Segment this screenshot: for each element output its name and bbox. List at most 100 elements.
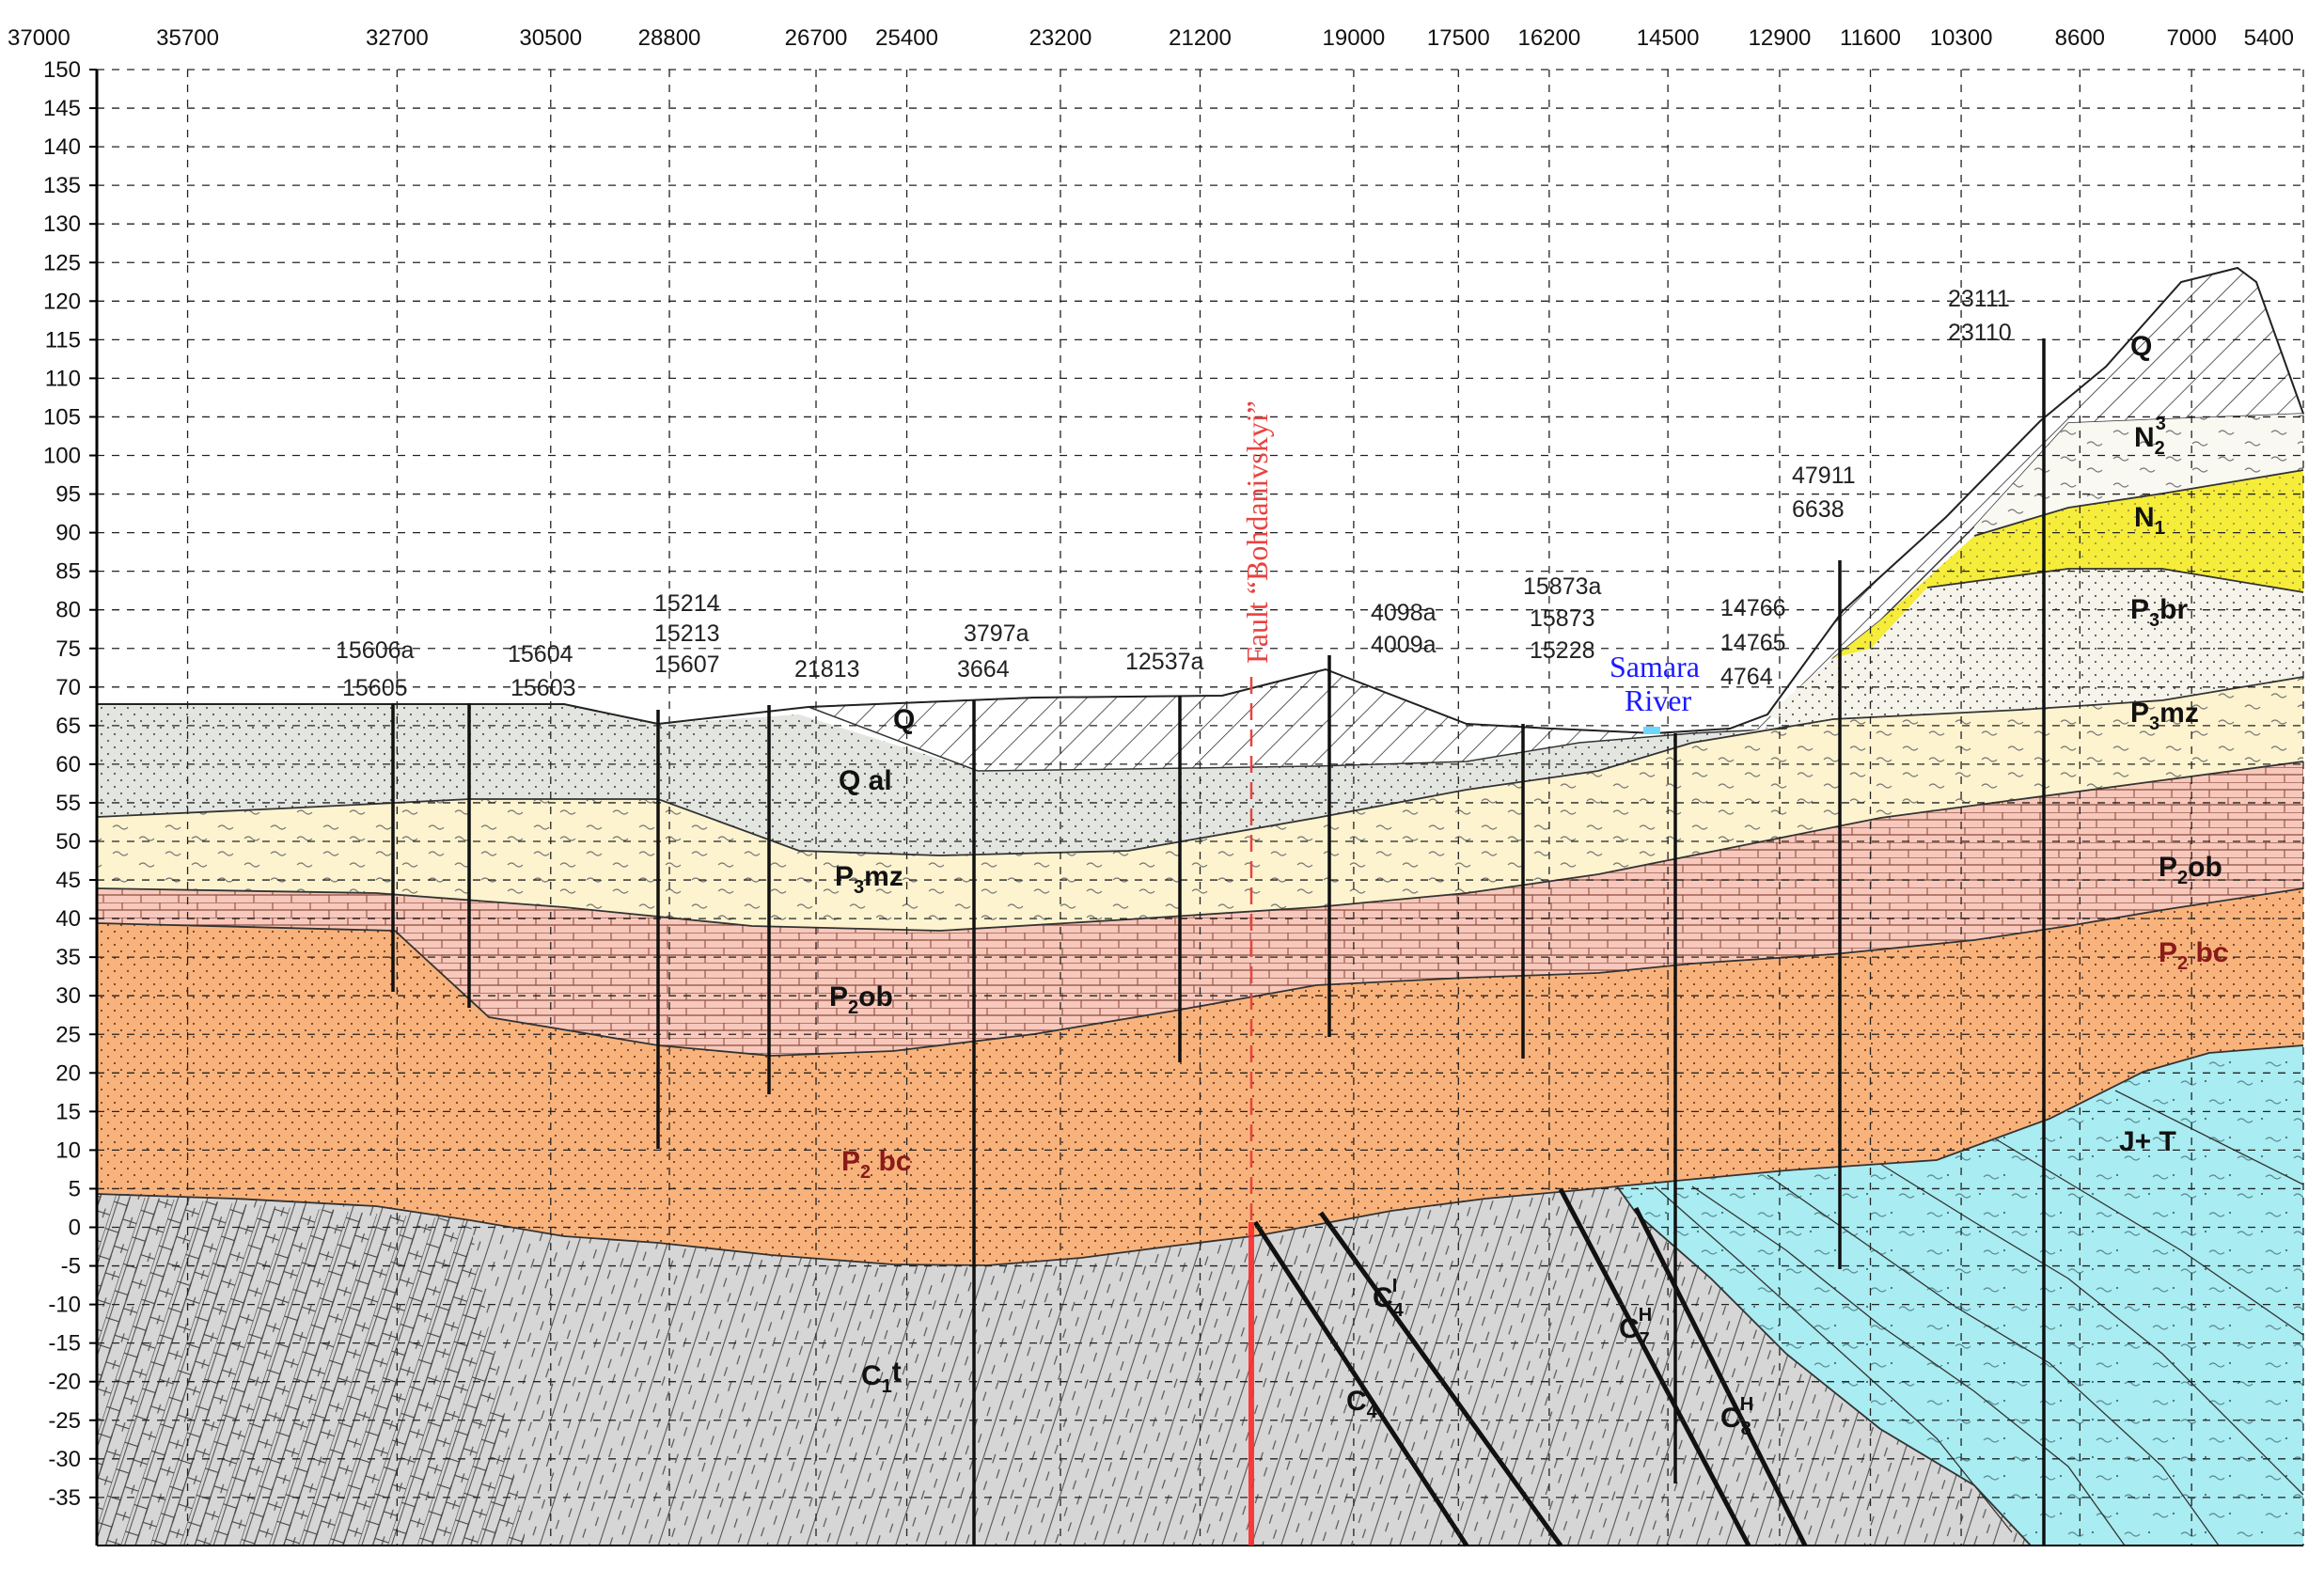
well-label: 15213: [654, 620, 720, 647]
y-tick-label: 20: [55, 1060, 81, 1086]
unit-label-p2ob-left: P2ob: [829, 981, 893, 1018]
well-label: 15605: [342, 675, 408, 701]
unit-p3br-pattern: [1692, 569, 2303, 743]
well-label: 15604: [508, 641, 573, 667]
y-tick-label: 55: [55, 791, 81, 816]
y-axis-tick-labels: 1501451401351301251201151101051009590858…: [43, 57, 81, 1511]
y-tick-label: 60: [55, 752, 81, 777]
y-tick-label: 65: [55, 714, 81, 739]
y-tick-label: 130: [43, 212, 81, 237]
well-label: 23111: [1948, 286, 2010, 312]
unit-label-q-right: Q: [2130, 331, 2152, 362]
unit-p2ob-pattern: [97, 761, 2303, 1056]
x-tick-label: 21200: [1169, 25, 1232, 51]
unit-qal-pattern: [97, 704, 1786, 855]
y-tick-label: 140: [43, 134, 81, 160]
x-tick-label: 8600: [2055, 25, 2105, 51]
unit-carb-brick-left: [97, 1194, 526, 1546]
y-tick-label: 145: [43, 96, 81, 121]
unit-label-n2-3: N23: [2134, 414, 2166, 459]
y-tick-label: 95: [55, 482, 81, 508]
x-tick-label: 28800: [638, 25, 701, 51]
samara-river: Samara River: [1610, 650, 1700, 734]
well-label: 12537a: [1125, 649, 1204, 675]
carboniferous-contacts: [1252, 1187, 1808, 1547]
y-tick-label: 70: [55, 675, 81, 700]
y-tick-label: 85: [55, 559, 81, 585]
y-tick-label: 100: [43, 444, 81, 469]
unit-n2-pattern: [1974, 414, 2303, 536]
y-tick-label: 5: [69, 1176, 81, 1201]
vertical-gridlines: [186, 70, 2304, 1546]
y-tick-label: 75: [55, 636, 81, 662]
x-tick-label: 7000: [2166, 25, 2216, 51]
y-tick-label: 35: [55, 945, 81, 970]
y-tick-label: 45: [55, 868, 81, 893]
borehole-labels: 15606a 15605 15604 15603 15214 15213 156…: [336, 286, 2012, 701]
unit-p3mz-pattern: [97, 677, 2303, 931]
x-tick-label: 14500: [1637, 25, 1700, 51]
unit-n1-pattern: [1833, 470, 2303, 658]
y-tick-label: 110: [45, 366, 81, 391]
unit-label-p3br: P3br: [2130, 594, 2188, 631]
well-label: 15606a: [336, 637, 415, 664]
x-tick-label: 30500: [519, 25, 582, 51]
x-tick-label: 19000: [1323, 25, 1386, 51]
y-tick-label: 80: [55, 598, 81, 623]
unit-label-p3mz-right: P3mz: [2130, 698, 2199, 734]
unit-label-c8h: C8H: [1720, 1394, 1753, 1439]
x-tick-label: 25400: [875, 25, 938, 51]
x-tick-label: 5400: [2244, 25, 2294, 51]
well-label: 4098a: [1371, 600, 1437, 626]
y-tick-label: 10: [55, 1138, 81, 1163]
y-tick-label: 40: [55, 906, 81, 932]
y-tick-label: -15: [48, 1331, 81, 1357]
well-label: 47911: [1792, 463, 1856, 489]
well-label: 6638: [1792, 496, 1845, 523]
y-tick-label: -30: [48, 1447, 81, 1472]
x-tick-label: 12900: [1749, 25, 1812, 51]
unit-label-qal: Q al: [839, 765, 892, 796]
x-tick-label: 35700: [156, 25, 219, 51]
unit-label-jt: J+ T: [2119, 1126, 2176, 1157]
well-label: 15214: [654, 590, 720, 617]
unit-p2bc-pattern: [97, 888, 2303, 1265]
unit-label-c1t: C1t: [861, 1357, 902, 1397]
unit-label-p3mz-left: P3mz: [835, 861, 903, 898]
y-tick-label: -25: [48, 1408, 81, 1434]
y-tick-label: 105: [43, 404, 81, 430]
fault-bohdanivskyi: Fault “Bohdanivskyi”: [1240, 400, 1274, 1546]
x-tick-label: 17500: [1427, 25, 1490, 51]
unit-label-p2bc-left: P2 bc: [841, 1146, 912, 1183]
well-label: 3664: [957, 656, 1010, 683]
well-label: 14766: [1720, 595, 1786, 621]
x-tick-label: 37000: [8, 25, 71, 51]
y-tick-label: -10: [48, 1293, 81, 1318]
well-label: 14765: [1720, 630, 1786, 656]
y-tick-label: 30: [55, 983, 81, 1009]
y-tick-label: -5: [61, 1254, 81, 1279]
x-tick-label: 32700: [366, 25, 429, 51]
well-label: 21813: [794, 656, 860, 683]
river-label-line1: Samara: [1610, 650, 1700, 683]
fault-label: Fault “Bohdanivskyi”: [1240, 400, 1274, 664]
well-label: 15603: [510, 675, 576, 701]
x-tick-label: 16200: [1517, 25, 1580, 51]
x-tick-label: 11600: [1840, 25, 1901, 51]
y-tick-label: 25: [55, 1022, 81, 1047]
ground-surface: [97, 266, 2304, 735]
unit-label-n1: N1: [2134, 502, 2165, 539]
unit-label-q-top: Q: [893, 704, 915, 735]
y-tick-label: 90: [55, 521, 81, 546]
unit-labels: Q Q al P3mz P2ob P2 bc C1t C4I C4 C7H C8…: [829, 331, 2229, 1439]
well-label: 15607: [654, 651, 720, 678]
y-tick-label: 115: [45, 327, 81, 353]
unit-label-c4-upper: C4I: [1373, 1276, 1405, 1321]
y-tick-label: 120: [43, 289, 81, 314]
well-label: 23110: [1948, 320, 2012, 346]
y-tick-label: 50: [55, 829, 81, 855]
y-tick-label: 150: [43, 57, 81, 83]
well-label: 4764: [1720, 664, 1773, 690]
